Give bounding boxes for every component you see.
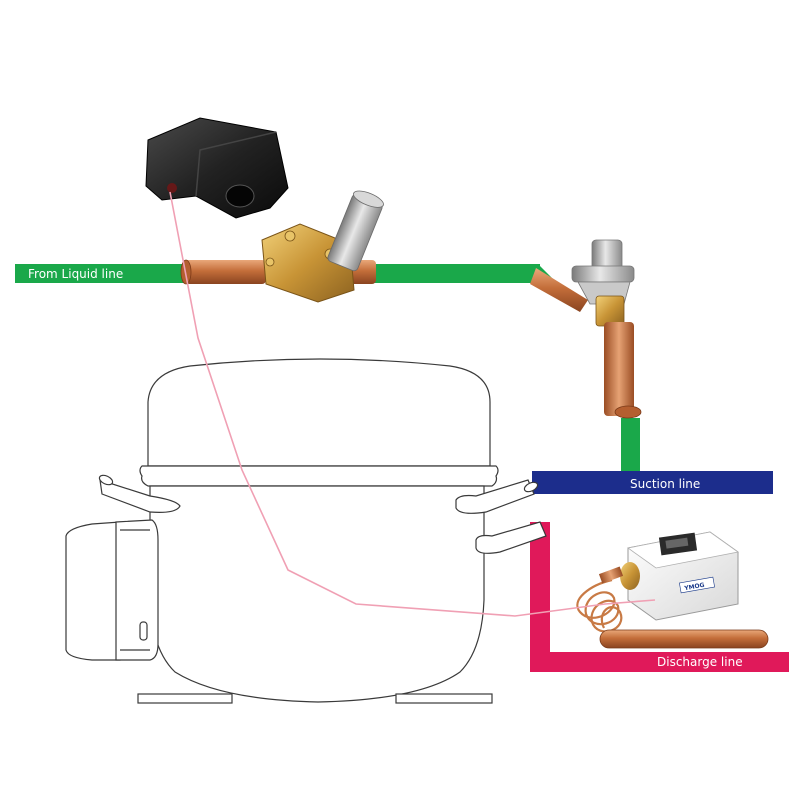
discharge-line-vertical (530, 522, 550, 672)
electrical-box-cover (115, 519, 159, 661)
compressor-lower-body (149, 485, 485, 703)
expansion-valve-brass (595, 295, 625, 327)
expansion-valve (530, 239, 642, 419)
electrical-clip (139, 621, 148, 641)
discharge-line-horizontal (530, 652, 789, 672)
pressure-switch-brand: YMOG (683, 582, 705, 593)
solenoid-valve (180, 190, 384, 303)
solenoid-coil-body (145, 117, 289, 219)
suction-connector-segment (621, 418, 640, 474)
pressure-switch-fitting (620, 562, 640, 590)
liquid-line-label: From Liquid line (28, 267, 123, 281)
compressor-foot-right (395, 693, 493, 704)
left-tube-upper (99, 479, 181, 513)
compressor (65, 358, 547, 704)
compressor-dome (147, 358, 491, 467)
capillary-bulb (576, 578, 769, 649)
expansion-valve-head (591, 239, 623, 271)
compressor-foot-left (137, 693, 233, 704)
electrical-box (65, 521, 121, 661)
expansion-valve-inlet-bend (530, 268, 588, 312)
left-tube-upper-end (98, 474, 114, 486)
capillary-coil (576, 578, 623, 633)
sensor-bulb (599, 629, 769, 649)
right-tube-upper (455, 479, 535, 514)
right-tube-lower (475, 521, 547, 554)
solenoid-coil (145, 117, 289, 219)
discharge-line (530, 522, 789, 672)
pressure-switch-brand-plate (679, 576, 715, 594)
compressor-rim (139, 465, 499, 487)
right-tube-upper-end (523, 481, 539, 493)
discharge-line-label: Discharge line (657, 655, 743, 669)
solenoid-coil-hole (225, 184, 255, 208)
control-wire (169, 191, 656, 617)
expansion-valve-outlet-pipe (604, 322, 634, 416)
suction-line (532, 471, 773, 494)
suction-line-label: Suction line (630, 477, 700, 491)
solenoid-inlet-pipe (182, 260, 266, 284)
liquid-line-middle-segment (372, 264, 540, 283)
solenoid-valve-body (261, 223, 355, 303)
pressure-switch: YMOG (598, 531, 739, 621)
liquid-line (15, 264, 640, 474)
liquid-line-left-segment (15, 264, 187, 283)
